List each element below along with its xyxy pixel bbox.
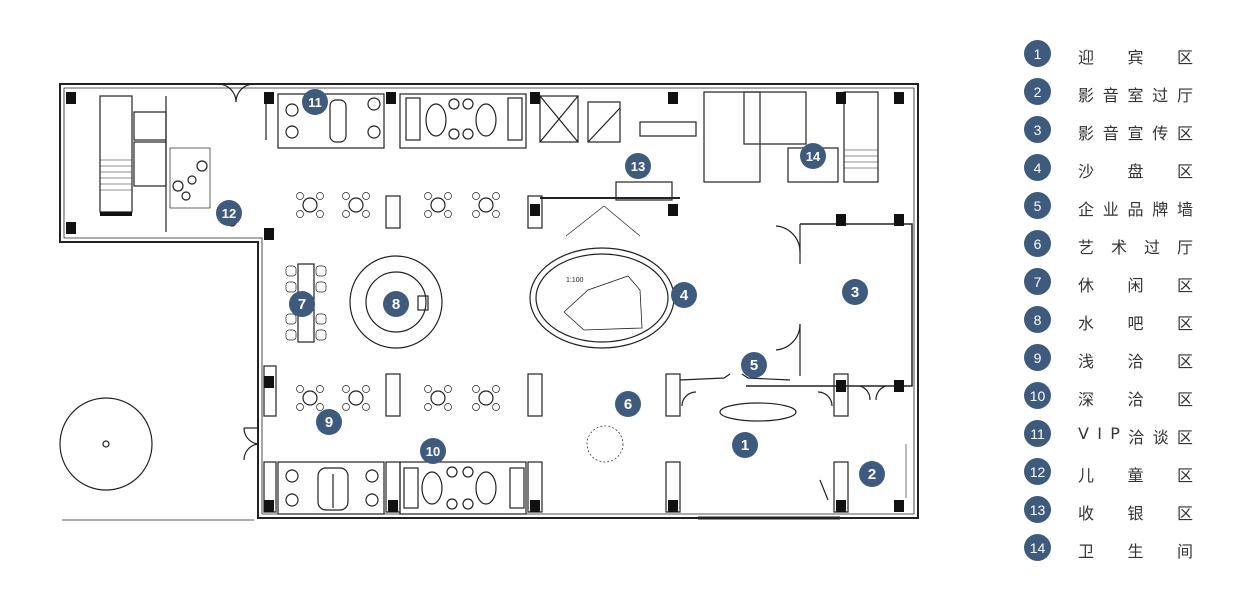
legend-label: 沙盘区 [1078, 162, 1193, 181]
marker-8: 8 [383, 291, 409, 317]
marker-7: 7 [289, 291, 315, 317]
marker-12: 12 [216, 200, 242, 226]
legend-label: 卫生间 [1078, 542, 1193, 561]
marker-1: 1 [732, 432, 758, 458]
legend-number: 12 [1024, 458, 1051, 485]
legend-item: 1 迎宾区 [1024, 40, 1224, 78]
legend-number: 3 [1024, 116, 1051, 143]
marker-5: 5 [741, 352, 767, 378]
legend-number: 7 [1024, 268, 1051, 295]
marker-11: 11 [302, 89, 328, 115]
legend-label: 儿童区 [1078, 466, 1193, 485]
legend-item: 10 深洽区 [1024, 382, 1224, 420]
legend-number: 14 [1024, 534, 1051, 561]
marker-9: 9 [316, 409, 342, 435]
legend-item: 5 企业品牌墙 [1024, 192, 1224, 230]
legend-label: 深洽区 [1078, 390, 1193, 409]
legend-label: 影音宣传区 [1078, 124, 1193, 143]
legend-item: 7 休闲区 [1024, 268, 1224, 306]
legend-number: 10 [1024, 382, 1051, 409]
legend-item: 3 影音宣传区 [1024, 116, 1224, 154]
legend: 1 迎宾区 2 影音室过厅 3 影音宣传区 4 沙盘区 5 企业品牌墙 6 艺术过厅 7 休闲区 8 水吧区 9… [1024, 40, 1224, 572]
legend-item: 13 收银区 [1024, 496, 1224, 534]
legend-item: 14 卫生间 [1024, 534, 1224, 572]
marker-10: 10 [420, 438, 446, 464]
legend-number: 4 [1024, 154, 1051, 181]
marker-6: 6 [615, 391, 641, 417]
legend-number: 1 [1024, 40, 1051, 67]
legend-label: 水吧区 [1078, 314, 1193, 333]
legend-item: 9 浅洽区 [1024, 344, 1224, 382]
legend-label: 企业品牌墙 [1078, 200, 1193, 219]
marker-4: 4 [671, 282, 697, 308]
legend-label: 休闲区 [1078, 276, 1193, 295]
legend-item: 2 影音室过厅 [1024, 78, 1224, 116]
legend-number: 2 [1024, 78, 1051, 105]
legend-number: 11 [1024, 420, 1051, 447]
legend-label: 迎宾区 [1078, 48, 1193, 67]
marker-2: 2 [859, 461, 885, 487]
legend-item: 6 艺术过厅 [1024, 230, 1224, 268]
legend-label: 影音室过厅 [1078, 86, 1193, 105]
legend-label: 收银区 [1078, 504, 1193, 523]
marker-13: 13 [625, 153, 651, 179]
marker-3: 3 [842, 279, 868, 305]
floor-plan: 1:100 [59, 83, 919, 521]
legend-item: 8 水吧区 [1024, 306, 1224, 344]
legend-number: 13 [1024, 496, 1051, 523]
legend-label: 浅洽区 [1078, 352, 1193, 371]
marker-14: 14 [800, 143, 826, 169]
legend-number: 8 [1024, 306, 1051, 333]
scale-label: 1:100 [566, 277, 584, 284]
legend-number: 9 [1024, 344, 1051, 371]
legend-item: 4 沙盘区 [1024, 154, 1224, 192]
legend-number: 6 [1024, 230, 1051, 257]
legend-item: 12 儿童区 [1024, 458, 1224, 496]
legend-number: 5 [1024, 192, 1051, 219]
legend-label: 艺术过厅 [1078, 238, 1193, 257]
